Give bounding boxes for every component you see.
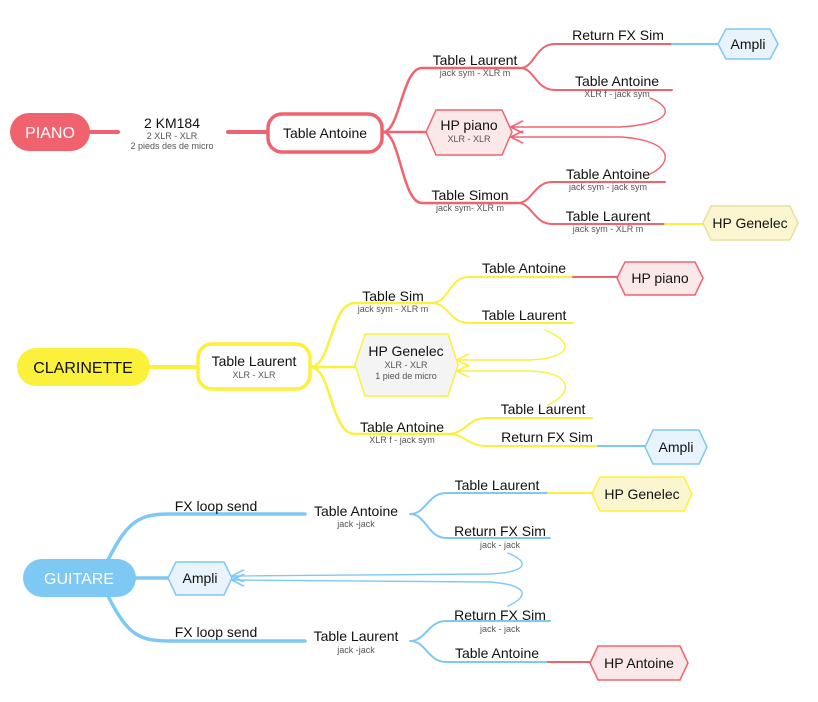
piano-ampli-node[interactable]: [717, 28, 779, 60]
piano-b1-c2-title: Table Antoine: [575, 73, 659, 89]
clarinette-root[interactable]: [17, 348, 150, 386]
piano-b3-c1-title: Table Antoine: [566, 166, 650, 182]
guitare-top-c2-title: Return FX Sim: [454, 523, 546, 539]
piano-hp-node[interactable]: [425, 109, 513, 156]
piano-root-label: PIANO: [25, 125, 75, 142]
clarinette-antoine-children: [447, 417, 599, 447]
guitare-bot-c2: Table Antoine: [455, 645, 539, 661]
piano-branch-laurent: [381, 66, 522, 134]
clarinette-b1-title: Table Sim: [362, 288, 423, 304]
guitare-genelec-node[interactable]: [591, 476, 693, 512]
clarinette-ampli-label: Ampli: [658, 439, 693, 455]
piano-ampli-label: Ampli: [730, 36, 765, 52]
piano-b3-sub: jack sym- XLR m: [435, 203, 504, 213]
piano-b1-c2-sub: XLR f - jack sym: [584, 89, 650, 99]
guitare-bot-node-title: Table Laurent: [314, 628, 399, 644]
clarinette-hppiano-node[interactable]: [616, 261, 704, 296]
piano-loop-arrow-2: [512, 137, 666, 175]
guitare-hpantoine-node[interactable]: [589, 645, 689, 681]
piano-mic-title: 2 KM184: [144, 115, 200, 131]
clarinette-b3-c1: Table Laurent: [501, 401, 586, 417]
clarinette-group: CLARINETTE Table Laurent XLR - XLR Table…: [17, 260, 708, 465]
piano-b1-c1: Return FX Sim: [572, 27, 664, 43]
piano-loop-arrow: [512, 97, 666, 127]
piano-root[interactable]: [10, 113, 90, 151]
piano-b3-title: Table Simon: [431, 187, 508, 203]
clarinette-b3-title: Table Antoine: [360, 419, 444, 435]
piano-branch-simon: [381, 130, 520, 205]
guitare-bot-connector: [106, 594, 307, 643]
guitare-loop-arrow-2: [233, 580, 523, 607]
clarinette-hp-line1: XLR - XLR: [384, 360, 428, 370]
piano-mic-line2: 2 pieds des de micro: [130, 141, 213, 151]
clarinette-hub-title: Table Laurent: [212, 353, 297, 369]
piano-group: PIANO 2 KM184 2 XLR - XLR 2 pieds des de…: [10, 27, 799, 241]
clarinette-ampli-node[interactable]: [644, 429, 708, 465]
piano-hub-label: Table Antoine: [283, 125, 367, 141]
clarinette-b1-c2: Table Laurent: [482, 307, 567, 323]
guitare-top-c2-sub: jack - jack: [479, 540, 521, 550]
clarinette-root-label: CLARINETTE: [33, 360, 133, 377]
guitare-genelec-label: HP Genelec: [604, 486, 679, 502]
guitare-top-node-sub: jack -jack: [336, 519, 375, 529]
guitare-root[interactable]: [23, 559, 136, 597]
piano-laurent-children: [519, 43, 673, 91]
clarinette-loop-arrow: [458, 329, 566, 360]
clarinette-b1-c1: Table Antoine: [482, 260, 566, 276]
guitare-top-c1: Table Laurent: [455, 477, 540, 493]
guitare-bot-c1-sub: jack - jack: [479, 624, 521, 634]
piano-b3-c2-title: Table Laurent: [566, 208, 651, 224]
piano-b3-c2-sub: jack sym - XLR m: [572, 224, 644, 234]
piano-simon-children: [517, 181, 666, 225]
clarinette-hp-title: HP Genelec: [368, 343, 443, 359]
piano-hp-sub: XLR - XLR: [447, 134, 491, 144]
piano-b1-sub: jack sym - XLR m: [439, 68, 511, 78]
guitare-top-edge-label: FX loop send: [175, 498, 258, 514]
piano-b3-c1-sub: jack sym - jack sym: [568, 182, 647, 192]
guitare-bot-c1-title: Return FX Sim: [454, 607, 546, 623]
clarinette-hub-sub: XLR - XLR: [232, 370, 276, 380]
piano-b1-title: Table Laurent: [433, 52, 518, 68]
clarinette-b3-c2: Return FX Sim: [501, 429, 593, 445]
piano-genelec-node[interactable]: [702, 205, 799, 241]
clarinette-branch-sim: [308, 301, 434, 369]
guitare-bot-node-sub: jack -jack: [336, 645, 375, 655]
guitare-top-connector: [106, 512, 307, 562]
piano-genelec-label: HP Genelec: [712, 215, 787, 231]
guitare-ampli-node[interactable]: [167, 561, 233, 596]
guitare-top-children: [409, 492, 551, 539]
guitare-loop-arrow: [233, 552, 523, 576]
guitare-top-node-title: Table Antoine: [314, 503, 398, 519]
clarinette-hub-node[interactable]: [196, 342, 312, 391]
clarinette-b3-sub: XLR f - jack sym: [369, 435, 435, 445]
guitare-root-label: GUITARE: [44, 571, 114, 588]
clarinette-hp-line2: 1 pied de micro: [375, 371, 437, 381]
piano-hub-node[interactable]: [266, 112, 384, 154]
clarinette-loop-arrow-2: [458, 371, 567, 406]
guitare-ampli-label: Ampli: [182, 570, 217, 586]
clarinette-branch-antoine: [308, 365, 450, 436]
guitare-group: GUITARE FX loop send Table Antoine jack …: [23, 476, 693, 681]
clarinette-sim-children: [431, 276, 574, 324]
guitare-bot-children: [409, 620, 551, 663]
clarinette-hppiano-label: HP piano: [631, 270, 689, 286]
piano-hp-title: HP piano: [440, 117, 498, 133]
guitare-bot-edge-label: FX loop send: [175, 624, 258, 640]
piano-mic-line1: 2 XLR - XLR: [147, 131, 198, 141]
guitare-hpantoine-label: HP Antoine: [604, 655, 674, 671]
clarinette-b1-sub: jack sym - XLR m: [357, 304, 429, 314]
clarinette-hp-node[interactable]: [354, 333, 459, 397]
